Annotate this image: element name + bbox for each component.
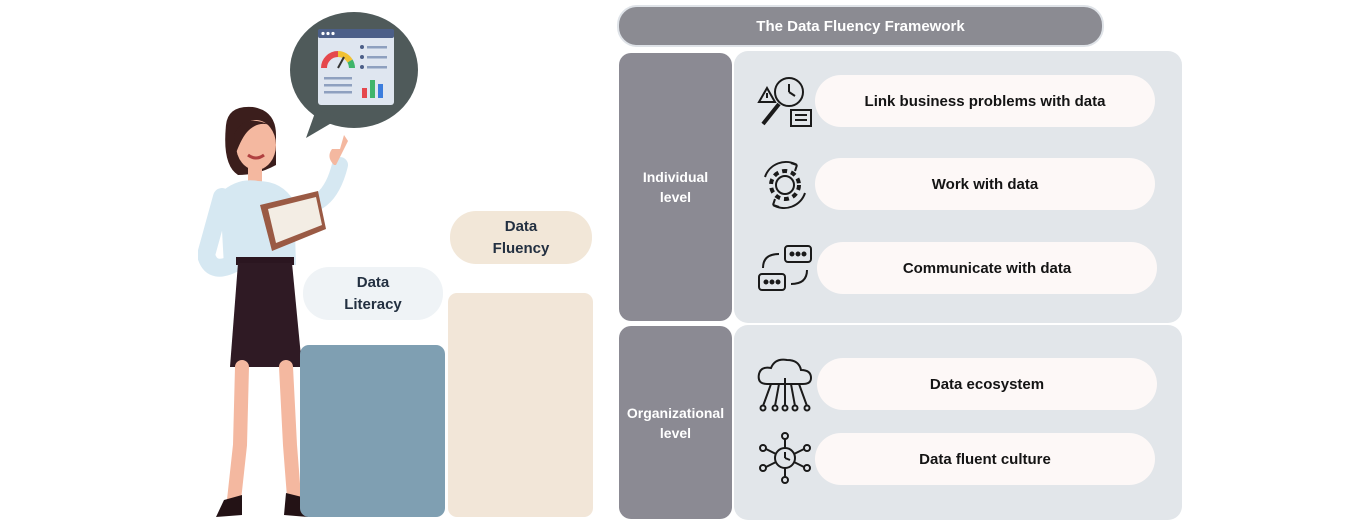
data-literacy-label: Data Literacy: [303, 267, 443, 320]
communicate-with-data-item: Communicate with data: [817, 242, 1157, 294]
data-ecosystem-item: Data ecosystem: [817, 358, 1157, 410]
people-network-icon: [755, 430, 815, 486]
magnifier-clock-icon: [755, 74, 815, 130]
link-business-problems-item: Link business problems with data: [815, 75, 1155, 127]
data-fluency-label: Data Fluency: [450, 211, 592, 264]
organizational-level-label: Organizational level: [619, 326, 732, 519]
chat-exchange-icon: [755, 242, 815, 298]
data-literacy-bar: [300, 345, 445, 517]
woman-illustration: [196, 105, 368, 525]
organizational-level-panel: [734, 325, 1182, 520]
data-fluent-culture-item: Data fluent culture: [815, 433, 1155, 485]
dashboard-icon: [290, 12, 418, 138]
framework-title: The Data Fluency Framework: [617, 5, 1104, 47]
individual-level-label: Individual level: [619, 53, 732, 321]
speech-bubble: [288, 10, 423, 140]
work-with-data-item: Work with data: [815, 158, 1155, 210]
data-fluency-bar: [448, 293, 593, 517]
gear-cycle-icon: [755, 157, 815, 213]
cloud-network-icon: [755, 356, 815, 412]
